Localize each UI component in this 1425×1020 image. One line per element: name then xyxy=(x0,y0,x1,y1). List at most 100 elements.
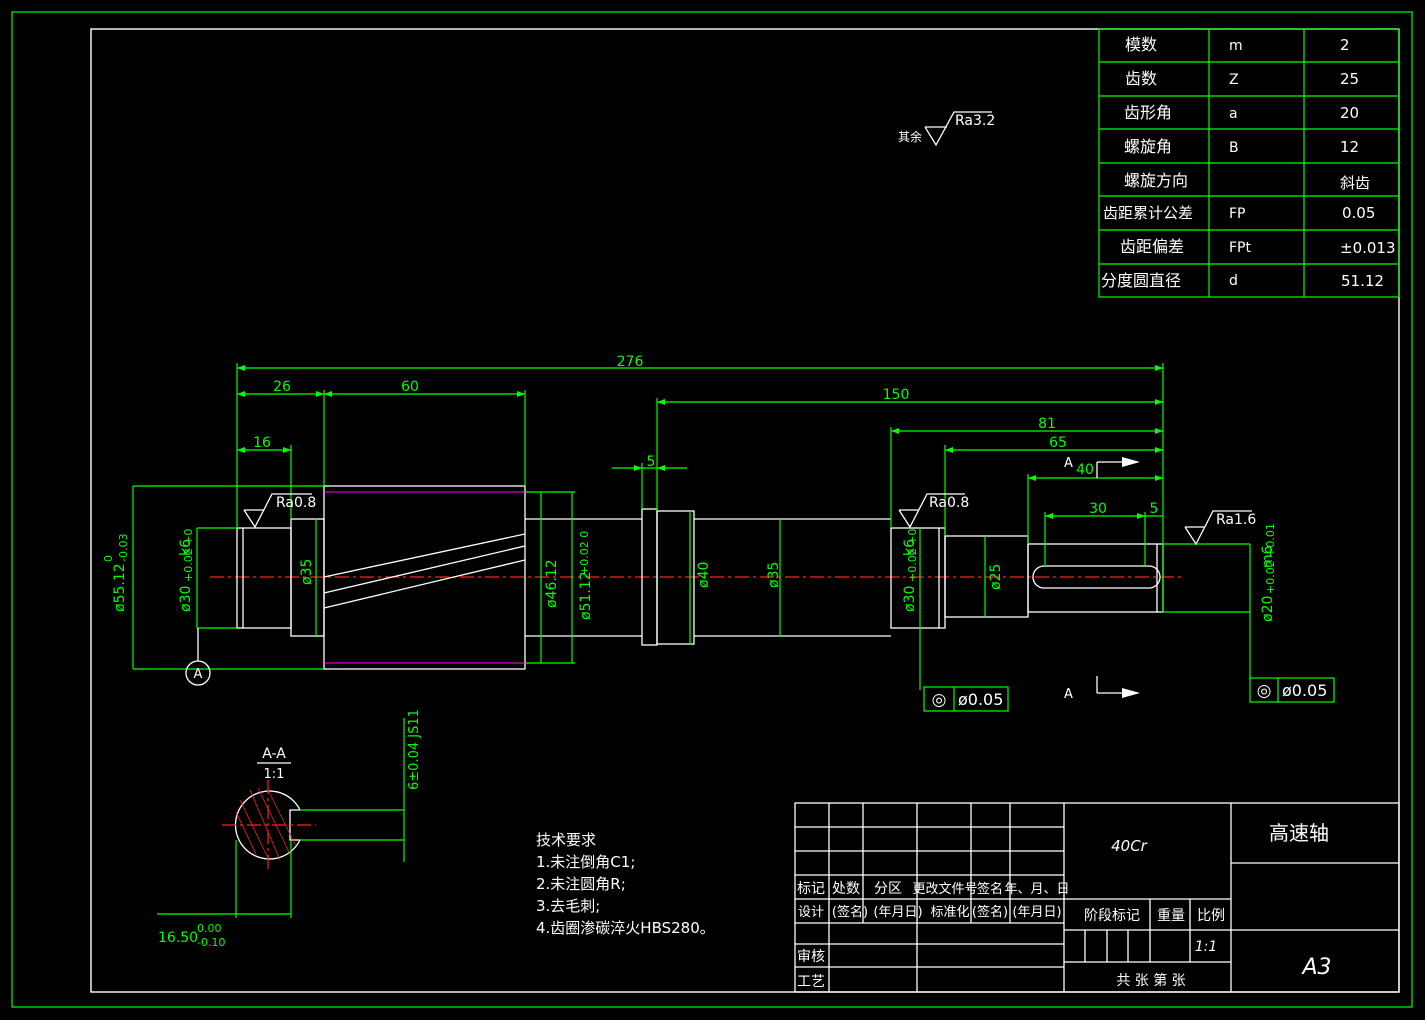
tb-design: 标准化 xyxy=(930,905,969,920)
dia-35-left: ø35 xyxy=(299,559,315,585)
dia-outer-tol-dn: -0.03 xyxy=(117,534,130,562)
tb-header: 更改文件号 xyxy=(912,882,977,897)
tech-item: 3.去毛刺; xyxy=(536,897,600,915)
tb-process: 工艺 xyxy=(797,974,825,990)
dim-5a: 5 xyxy=(647,454,656,470)
tb-design: (签名) xyxy=(972,904,1008,920)
section-label: A-A xyxy=(262,746,286,762)
tb-part-name: 高速轴 xyxy=(1269,821,1329,845)
view-label: A xyxy=(1064,687,1073,702)
tol-value: ø0.05 xyxy=(1282,681,1327,700)
tb-material: 40Cr xyxy=(1111,837,1148,855)
gear-row-name: 螺旋方向 xyxy=(1124,171,1188,190)
dim-40: 40 xyxy=(1076,462,1094,478)
gear-row-value: 12 xyxy=(1340,138,1359,156)
tb-sheet-count: 共 张 第 张 xyxy=(1116,972,1185,989)
tol-symbol: ◎ xyxy=(932,690,947,710)
roughness-mid: Ra0.8 xyxy=(898,493,969,529)
section-width-dim: 6±0.04 JS11 xyxy=(407,709,422,790)
gear-row-value: 0.05 xyxy=(1342,204,1375,222)
dia-right-bearing: ø30 xyxy=(902,586,918,612)
dia-40: ø40 xyxy=(696,562,712,588)
gear-row-symbol: a xyxy=(1229,106,1238,122)
datum-label: A xyxy=(194,667,203,682)
tech-heading: 技术要求 xyxy=(536,831,596,849)
gear-row-symbol: FP xyxy=(1229,206,1246,222)
dim-81: 81 xyxy=(1038,416,1056,432)
tol-value: ø0.05 xyxy=(958,690,1003,709)
gear-row-value: 51.12 xyxy=(1341,272,1384,290)
tb-header: 分区 xyxy=(874,881,902,897)
tol-symbol: ◎ xyxy=(1257,681,1272,701)
tb-header: 处数 xyxy=(832,881,860,897)
tech-item: 1.未注倒角C1; xyxy=(536,853,635,871)
view-arrow-bottom: A xyxy=(1064,676,1140,702)
gear-row-name: 齿数 xyxy=(1125,69,1157,88)
tb-scale: 1:1 xyxy=(1195,939,1218,955)
dia-right-bearing-tol: +0.02 +0 xyxy=(906,529,919,582)
tb-design: (年月日) xyxy=(873,905,922,920)
tolerance-frame-right: ◎ ø0.05 xyxy=(1249,677,1335,703)
technical-requirements: 技术要求 1.未注倒角C1; 2.未注圆角R; 3.去毛刺; 4.齿圈渗碳淬火H… xyxy=(536,831,715,937)
inner-border xyxy=(90,28,1400,993)
outer-border xyxy=(11,11,1413,1008)
tb-header: 标记 xyxy=(797,881,825,897)
tech-item: 4.齿圈渗碳淬火HBS280。 xyxy=(536,919,715,937)
dia-51: ø51.12 xyxy=(578,571,594,620)
dia-outer-tol-up: 0 xyxy=(102,555,115,562)
title-block: 标记 处数 分区 更改文件号 签名 年、月、日 设计 (签名) (年月日) 标准… xyxy=(794,802,1400,993)
section-depth-dim: 16.50 xyxy=(158,930,198,946)
dim-16: 16 xyxy=(253,435,271,451)
tb-stage-mark: 阶段标记 xyxy=(1084,908,1140,924)
gear-row-value: 25 xyxy=(1340,70,1359,88)
roughness-rest-value: Ra3.2 xyxy=(955,113,995,129)
tb-weight: 重量 xyxy=(1157,908,1185,924)
section-scale: 1:1 xyxy=(264,767,285,782)
view-label: A xyxy=(1064,456,1073,471)
rest-label: 其余 xyxy=(898,129,922,144)
dim-5b: 5 xyxy=(1150,501,1159,517)
dim-65: 65 xyxy=(1049,435,1067,451)
dia-left-bearing-fit: k6 xyxy=(178,539,194,556)
roughness-right: Ra1.6 xyxy=(1184,510,1256,546)
tb-header: 签名 xyxy=(977,881,1003,897)
shaft-outline xyxy=(236,485,1164,670)
roughness-rest: 其余 Ra3.2 xyxy=(898,111,995,147)
dia-outer: ø55.12 xyxy=(112,563,128,612)
datum-a: A xyxy=(185,628,211,686)
gear-parameter-table: 模数 m 2 齿数 Z 25 齿形角 a 20 螺旋角 B 12 螺旋方向 斜齿… xyxy=(1098,28,1400,298)
tb-design: (年月日) xyxy=(1012,905,1061,920)
gear-row-symbol: B xyxy=(1229,140,1239,156)
gear-row-name: 模数 xyxy=(1125,35,1157,54)
tb-design: (签名) xyxy=(832,904,868,920)
dia-end: ø20 xyxy=(1260,596,1276,622)
dim-60: 60 xyxy=(401,379,419,395)
dimensions: 276 26 60 16 150 5 81 65 40 30 5 xyxy=(102,354,1277,690)
gear-row-name: 齿距累计公差 xyxy=(1103,204,1193,222)
dia-left-bearing-tol: +0.02 +0 xyxy=(182,529,195,582)
tb-sheet-size: A3 xyxy=(1300,955,1331,980)
roughness-left: Ra0.8 xyxy=(243,493,316,529)
section-depth-tol-up: 0.00 xyxy=(197,922,222,935)
gear-row-value: ±0.013 xyxy=(1340,239,1396,257)
dia-end-fit: m6 xyxy=(1260,545,1276,568)
gear-row-symbol: FPt xyxy=(1229,240,1251,256)
view-arrow-top: A xyxy=(1064,456,1140,478)
dim-276: 276 xyxy=(617,354,644,370)
tb-design: 设计 xyxy=(798,905,824,920)
dia-left-bearing: ø30 xyxy=(178,586,194,612)
dim-26: 26 xyxy=(273,379,291,395)
roughness-mid-value: Ra0.8 xyxy=(929,495,969,511)
dim-150: 150 xyxy=(883,387,910,403)
gear-row-value: 20 xyxy=(1340,104,1359,122)
tolerance-frame-mid: ◎ ø0.05 xyxy=(923,686,1009,712)
gear-row-value: 斜齿 xyxy=(1340,174,1370,192)
dia-46: ø46.12 xyxy=(544,559,560,608)
roughness-left-value: Ra0.8 xyxy=(276,495,316,511)
tb-header: 年、月、日 xyxy=(1004,882,1069,897)
gear-row-name: 齿距偏差 xyxy=(1120,237,1184,256)
gear-row-value: 2 xyxy=(1340,36,1350,54)
tb-scale-label: 比例 xyxy=(1197,908,1225,924)
gear-row-name: 齿形角 xyxy=(1124,103,1172,122)
